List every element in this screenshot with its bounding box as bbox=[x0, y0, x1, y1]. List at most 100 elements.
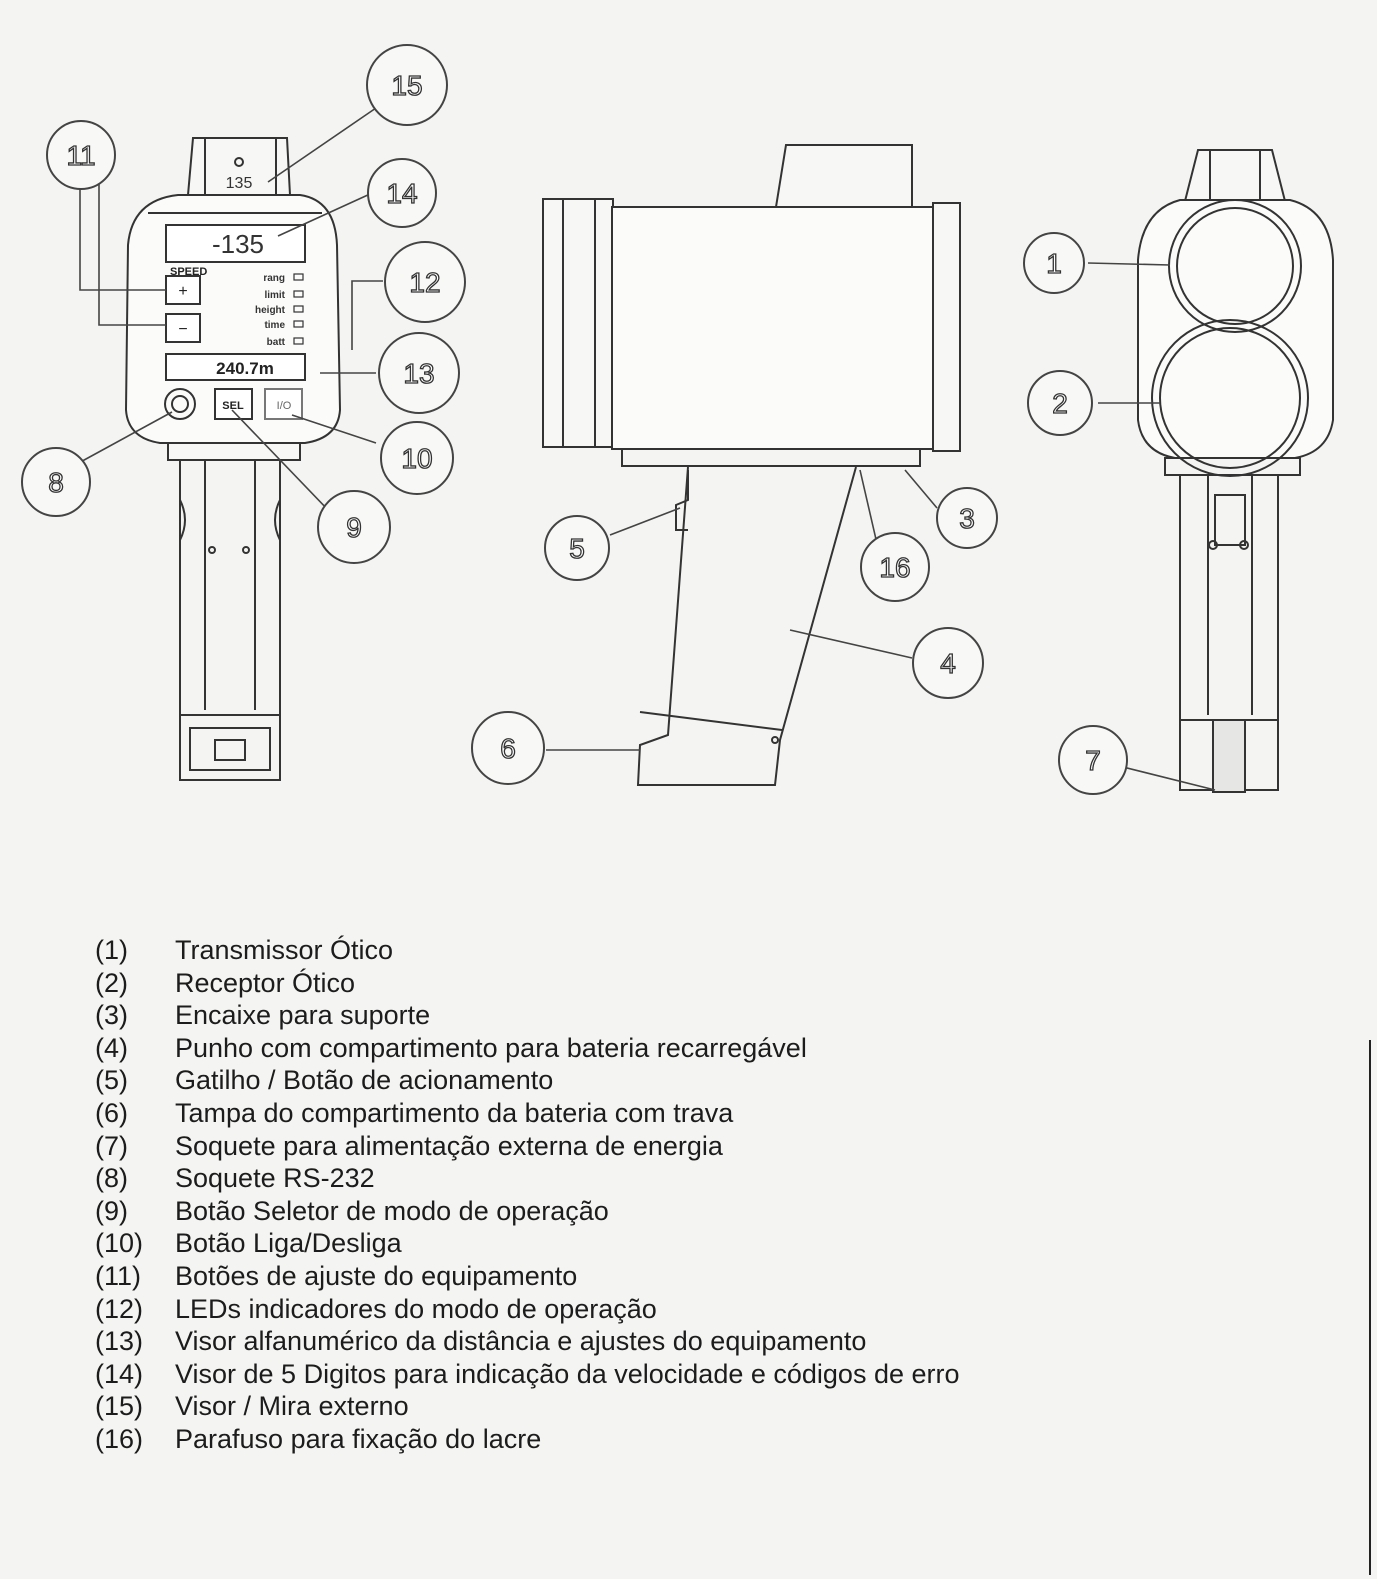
mode-led-label: limit bbox=[264, 290, 285, 301]
callout-circle-4 bbox=[912, 627, 984, 699]
legend-item-number: (8) bbox=[95, 1163, 128, 1194]
legend-item-text: Receptor Ótico bbox=[175, 967, 356, 998]
callout-circle-1 bbox=[1023, 232, 1085, 294]
page-edge-line bbox=[1369, 1040, 1371, 1575]
mode-led-label: batt bbox=[267, 337, 286, 348]
callout-circle-2 bbox=[1027, 370, 1093, 436]
legend-item-number: (15) bbox=[95, 1391, 144, 1422]
callout-number-6: 6 bbox=[500, 733, 516, 764]
callout-circle-9 bbox=[317, 490, 391, 564]
legend-item-number: (6) bbox=[95, 1097, 128, 1128]
legend-item-text: Soquete para alimentação externa de ener… bbox=[175, 1130, 723, 1161]
callout-circle-15 bbox=[366, 44, 448, 126]
mode-led-indicator bbox=[293, 305, 304, 313]
legend-item-text: Botão Seletor de modo de operação bbox=[175, 1195, 609, 1226]
legend-item-number: (7) bbox=[95, 1130, 128, 1161]
legend-item: (15) Visor / Mira externo bbox=[95, 1390, 1095, 1423]
legend-item-number: (2) bbox=[95, 967, 128, 998]
callout-number-11: 11 bbox=[66, 140, 95, 171]
selector-button-label: SEL bbox=[222, 400, 244, 412]
mode-led-indicator bbox=[293, 337, 304, 345]
legend-item: (13) Visor alfanumérico da distância e aj… bbox=[95, 1325, 1095, 1358]
callout-number-8: 8 bbox=[48, 467, 64, 498]
legend-list: (1) Transmissor Ótico (2) Receptor Ótico(3)… bbox=[95, 934, 1095, 1456]
legend-item: (7) Soquete para alimentação externa de e… bbox=[95, 1130, 1095, 1163]
callout-circle-10 bbox=[380, 421, 454, 495]
callout-circle-8 bbox=[21, 447, 91, 517]
leader-lines bbox=[74, 107, 1216, 791]
legend-item: (3)Encaixe para suporte bbox=[95, 999, 1095, 1032]
callout-number-5: 5 bbox=[569, 533, 585, 564]
mode-led-label: time bbox=[264, 320, 285, 331]
legend-item-number: (14) bbox=[95, 1358, 144, 1389]
mode-led-indicator bbox=[293, 290, 304, 298]
callout-number-3: 3 bbox=[959, 503, 975, 534]
callout-circle-13 bbox=[378, 332, 460, 414]
mode-leds: rang limit height time batt bbox=[255, 273, 304, 348]
callout-number-13: 13 bbox=[403, 358, 434, 389]
callout-circle-11 bbox=[46, 120, 116, 190]
legend-item-text: Punho com compartimento para bateria rec… bbox=[175, 1032, 807, 1063]
callout-circle-16 bbox=[860, 532, 930, 602]
legend-item-text: LEDs indicadores do modo de operação bbox=[175, 1293, 657, 1324]
legend-item: (9) Botão Seletor de modo de operação bbox=[95, 1195, 1095, 1228]
legend-item-text: Tampa do compartimento da bateria com tr… bbox=[175, 1097, 734, 1128]
legend-item-text: Soquete RS-232 bbox=[175, 1163, 375, 1194]
legend-item: (14) Visor de 5 Digitos para indicação da… bbox=[95, 1358, 1095, 1391]
callout-number-12: 12 bbox=[409, 267, 440, 298]
front-view: 135 -135 SPEED + − ranglimitheighttimeba… bbox=[124, 137, 342, 781]
legend-item-text: Visor / Mira externo bbox=[175, 1391, 409, 1422]
legend-item-number: (12) bbox=[95, 1293, 144, 1324]
legend-item-number: (5) bbox=[95, 1065, 128, 1096]
legend-item-text: Gatilho / Botão de acionamento bbox=[175, 1065, 554, 1096]
legend-item: (1) Transmissor Ótico bbox=[95, 934, 1095, 967]
legend-item: (4) Punho com compartimento para bateria … bbox=[95, 1032, 1095, 1065]
back-view bbox=[1137, 149, 1334, 793]
legend-item-number: (13) bbox=[95, 1326, 144, 1357]
callout-circle-5 bbox=[544, 515, 610, 581]
mode-led-label: height bbox=[255, 305, 286, 316]
legend-item-text: Visor alfanumérico da distância e ajuste… bbox=[175, 1326, 867, 1357]
callout-circle-12 bbox=[384, 241, 466, 323]
legend-item-number: (10) bbox=[95, 1228, 144, 1259]
legend-item: (5) Gatilho / Botão de acionamento bbox=[95, 1064, 1095, 1097]
legend-item-number: (4) bbox=[95, 1032, 128, 1063]
legend-item-text: Botão Liga/Desliga bbox=[175, 1228, 402, 1259]
mode-led-label: rang bbox=[263, 273, 285, 284]
legend-item-number: (11) bbox=[95, 1260, 142, 1291]
legend-item: (11) Botões de ajuste do equipamento bbox=[95, 1260, 1095, 1293]
callout-number-9: 9 bbox=[346, 512, 362, 543]
legend-item: (8) Soquete RS-232 bbox=[95, 1162, 1095, 1195]
legend-item-text: Botões de ajuste do equipamento bbox=[175, 1260, 578, 1291]
legend-item: (2) Receptor Ótico bbox=[95, 967, 1095, 1000]
legend-item-text: Parafuso para fixação do lacre bbox=[175, 1423, 542, 1454]
legend-item-number: (9) bbox=[95, 1195, 128, 1226]
distance-lcd-readout: 240.7m bbox=[216, 359, 274, 378]
callout-circle-7 bbox=[1058, 725, 1128, 795]
plus-button-label: + bbox=[178, 283, 187, 300]
legend-item-text: Transmissor Ótico bbox=[175, 935, 394, 965]
mode-led-indicator bbox=[293, 273, 304, 281]
callout-number-4: 4 bbox=[940, 648, 956, 679]
callout-number-10: 10 bbox=[401, 443, 432, 474]
legend-item-number: (16) bbox=[95, 1423, 144, 1454]
legend-item: (6) Tampa do compartimento da bateria com… bbox=[95, 1097, 1095, 1130]
sight-readout: 135 bbox=[226, 175, 253, 192]
legend-item: (10) Botão Liga/Desliga bbox=[95, 1227, 1095, 1260]
callout-number-14: 14 bbox=[386, 178, 417, 209]
legend-item-number: (1) bbox=[95, 935, 128, 965]
power-button-label: I/O bbox=[277, 400, 292, 412]
side-view bbox=[542, 144, 961, 786]
callout-number-16: 16 bbox=[879, 552, 910, 583]
callout-number-2: 2 bbox=[1052, 388, 1068, 419]
legend-item: (16) Parafuso para fixação do lacre bbox=[95, 1423, 1095, 1456]
legend-item-text: Visor de 5 Digitos para indicação da vel… bbox=[175, 1358, 960, 1389]
callout-number-1: 1 bbox=[1046, 248, 1062, 279]
legend-item: (12) LEDs indicadores do modo de operação bbox=[95, 1293, 1095, 1326]
callout-circle-3 bbox=[936, 487, 998, 549]
callout-number-15: 15 bbox=[391, 70, 422, 101]
mode-led-indicator bbox=[293, 320, 304, 328]
speed-lcd-readout: -135 bbox=[212, 229, 264, 259]
